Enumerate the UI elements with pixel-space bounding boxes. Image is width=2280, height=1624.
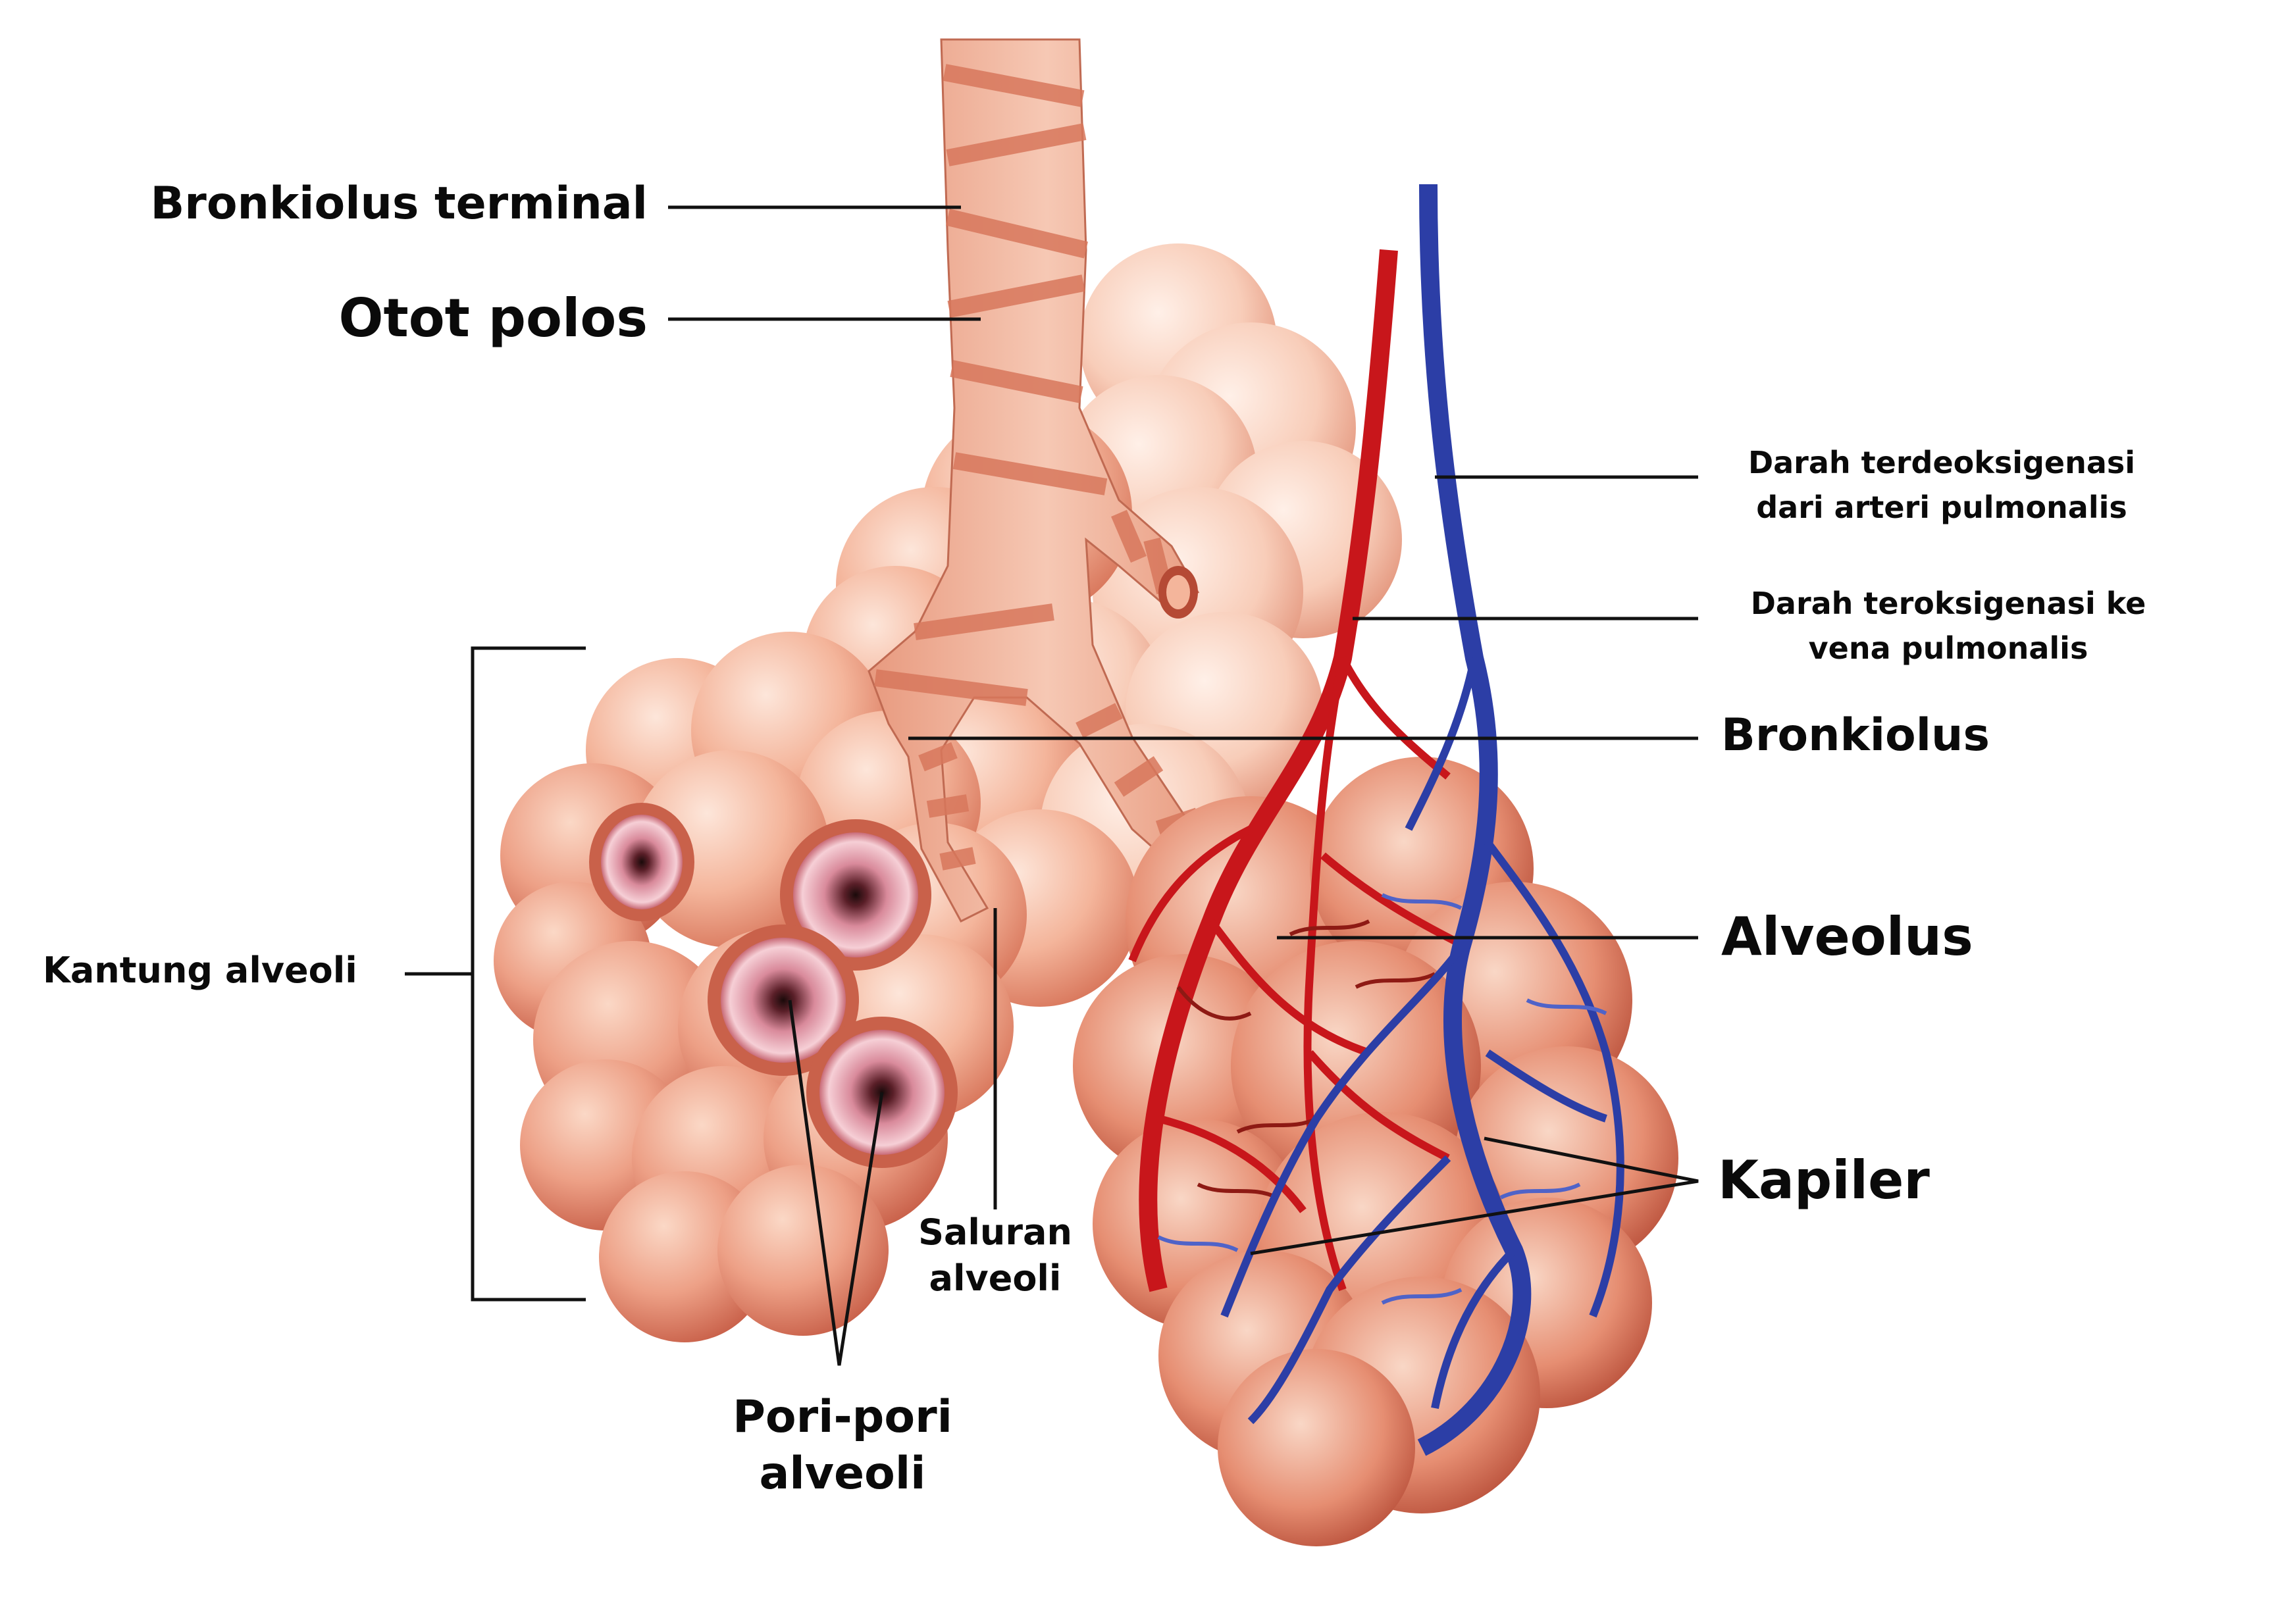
leader-lines (405, 205, 1699, 1366)
label-kantung-alveoli: Kantung alveoli (43, 950, 357, 991)
label-darah-teroksigenasi: Darah teroksigenasi ke vena pulmonalis (1738, 588, 2159, 663)
label-saluran-line2: alveoli (929, 1257, 1062, 1299)
label-pori-line1: Pori-pori (733, 1391, 952, 1443)
alveolus-capillary-network (1073, 184, 1678, 1546)
label-saluran-alveoli: Saluran alveoli (896, 1215, 1094, 1296)
label-kapiler: Kapiler (1718, 1150, 1930, 1211)
label-darah-terdeoksigenasi: Darah terdeoksigenasi dari arteri pulmon… (1738, 447, 2146, 522)
label-alveolus: Alveolus (1721, 906, 1973, 967)
leader-kapiler (1250, 1136, 1699, 1256)
label-otot-polos: Otot polos (338, 288, 648, 349)
alveolar-pores-openings (589, 803, 958, 1168)
label-darah-oks-line2: vena pulmonalis (1808, 630, 2088, 666)
label-bronkiolus: Bronkiolus (1721, 709, 1990, 761)
label-darah-deoks-line1: Darah terdeoksigenasi (1748, 445, 2136, 480)
label-bronkiolus-terminal: Bronkiolus terminal (150, 178, 648, 230)
label-saluran-line1: Saluran (918, 1211, 1072, 1253)
label-pori-pori-alveoli: Pori-pori alveoli (711, 1395, 974, 1496)
leader-pori-pori (788, 1000, 884, 1366)
label-darah-oks-line1: Darah teroksigenasi ke (1750, 586, 2146, 621)
label-pori-line2: alveoli (759, 1448, 926, 1500)
label-darah-deoks-line2: dari arteri pulmonalis (1756, 490, 2127, 525)
